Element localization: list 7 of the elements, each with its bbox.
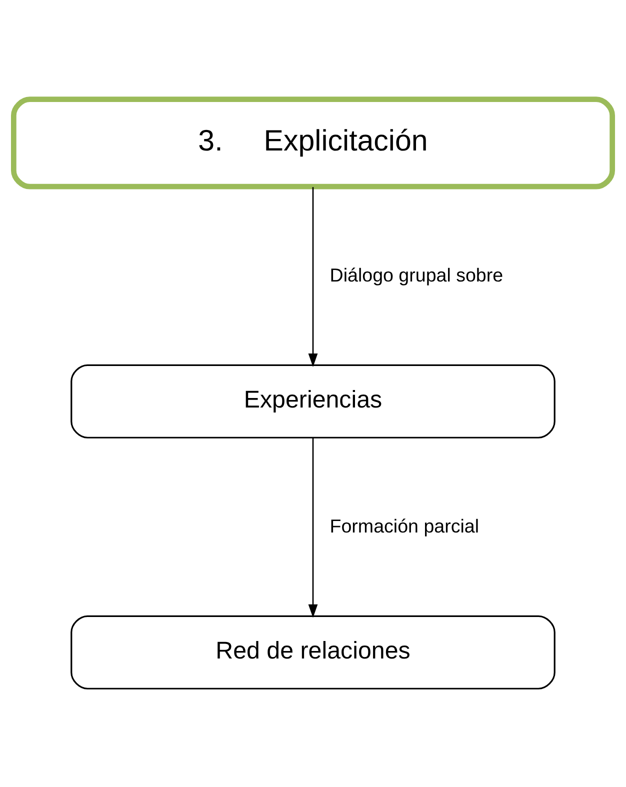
arrow — [308, 186, 318, 366]
edge-label: Diálogo grupal sobre — [330, 264, 504, 286]
arrow — [308, 437, 318, 618]
node-box: Experiencias — [70, 364, 556, 438]
node-box: 3. Explicitación — [10, 96, 616, 189]
edge-label: Formación parcial — [330, 515, 480, 536]
node-box: Red de relaciones — [70, 614, 556, 689]
